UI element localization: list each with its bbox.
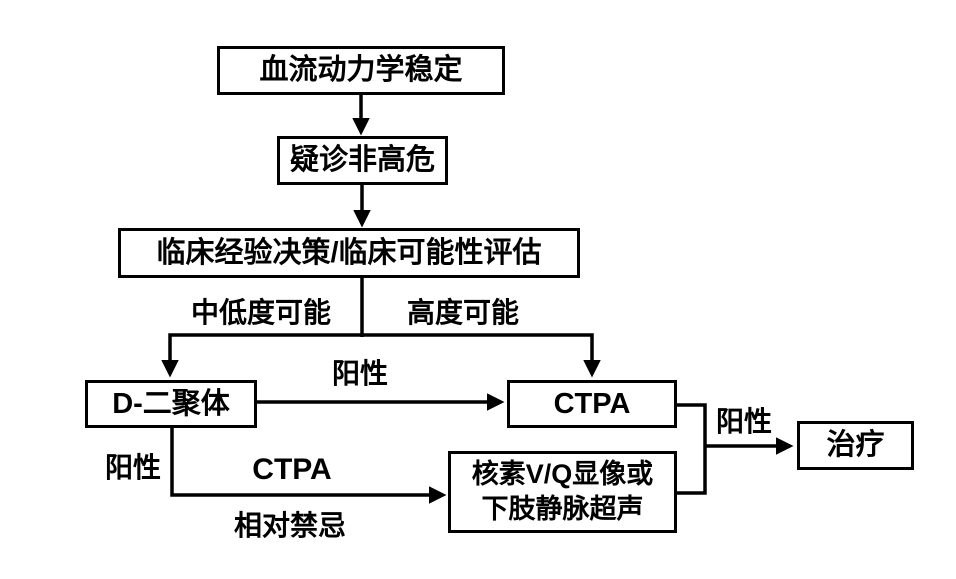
edge-label-ddimer-positive-lower: 阳性 <box>104 452 162 483</box>
line-ctpa-vq-bracket <box>677 403 707 495</box>
arrow-ddimer-to-vq <box>170 428 447 504</box>
node-hemodynamically-stable: 血流动力学稳定 <box>217 46 505 95</box>
edge-label-low-intermediate-probability: 中低度可能 <box>190 297 332 328</box>
edge-label-result-positive: 阳性 <box>715 406 773 437</box>
node-clinical-probability-assessment: 临床经验决策/临床可能性评估 <box>118 228 580 278</box>
arrow-branch-to-ddimer-and-ctpa <box>161 333 601 378</box>
node-treatment: 治疗 <box>797 421 914 470</box>
node-suspected-non-high-risk: 疑诊非高危 <box>277 136 448 185</box>
edge-label-high-probability: 高度可能 <box>406 297 520 328</box>
edge-label-ctpa-contraindicated-line1: CTPA <box>252 453 332 486</box>
node-vq-scan-or-leg-ultrasound: 核素V/Q显像或 下肢静脉超声 <box>448 451 677 533</box>
edge-label-ddimer-positive: 阳性 <box>331 358 389 389</box>
node-ctpa: CTPA <box>507 380 677 428</box>
edge-label-ctpa-contraindicated-line2: 相对禁忌 <box>233 510 347 541</box>
node-d-dimer: D-二聚体 <box>85 380 257 428</box>
